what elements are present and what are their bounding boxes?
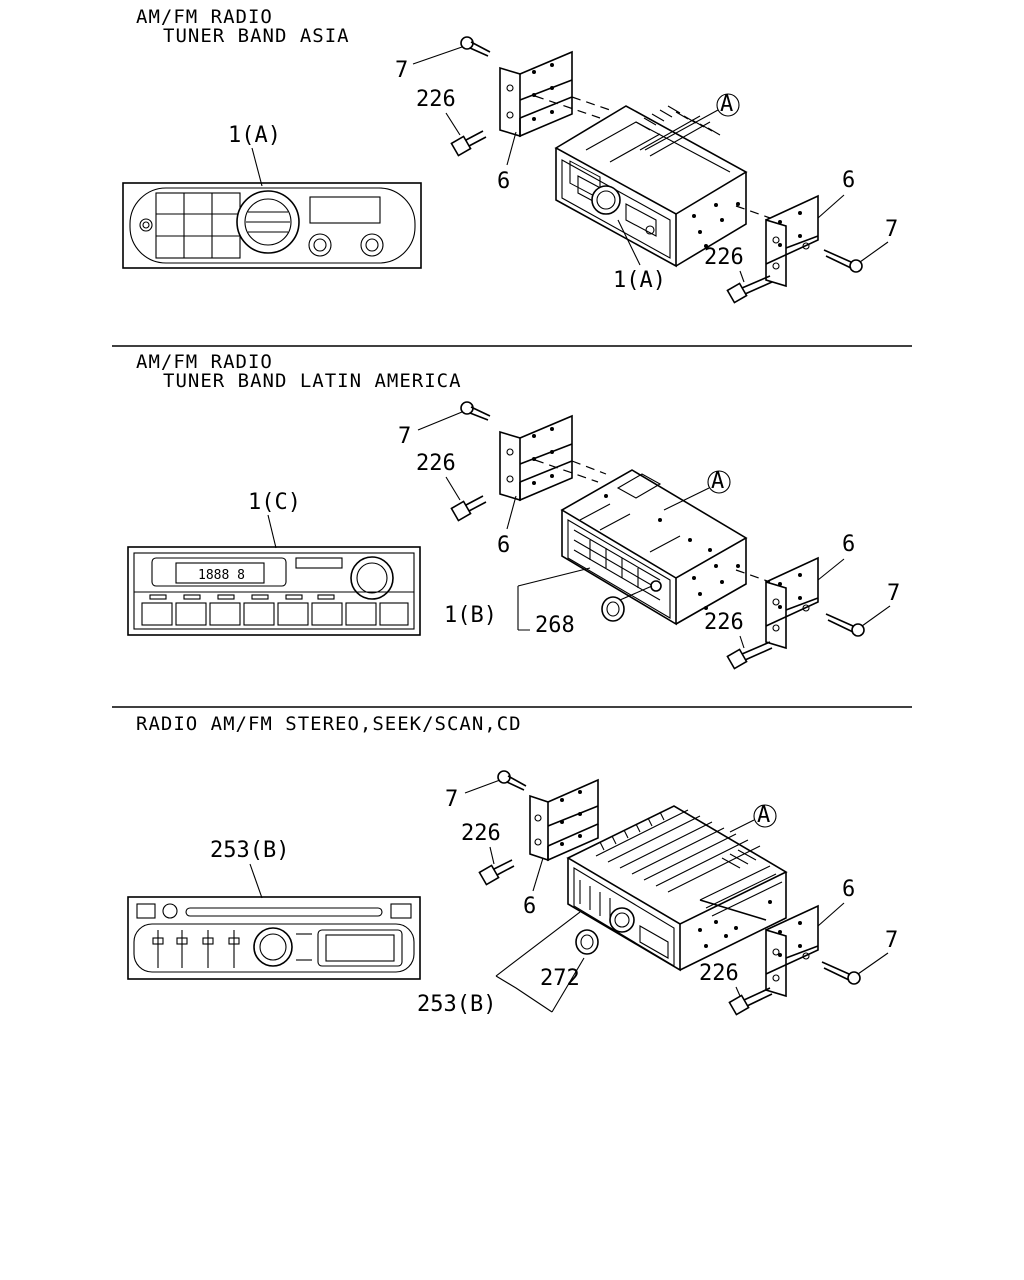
bolt-icon [450,130,487,157]
bracket-right-icon [765,556,819,650]
callout-7-right: 7 [885,928,898,953]
callout-6-left: 6 [497,533,510,558]
bolt-icon [478,859,515,886]
front-panel-label: 1(A) [228,123,281,148]
screw-icon [821,961,861,985]
front-panel-label: 1(C) [248,490,301,515]
callout-226-bottom: 226 [704,610,744,635]
callout-7-right: 7 [885,217,898,242]
callout-6-right: 6 [842,168,855,193]
callout-6-left: 6 [523,894,536,919]
screw-icon [825,613,865,637]
callout-knob: 268 [535,613,575,638]
section-2-title-line1: AM/FM RADIO [136,351,273,373]
assembly-asia: 7 226 6 [395,36,898,304]
callout-7-top: 7 [398,424,411,449]
front-panel-1c: 1(C) 1888 8 [127,490,421,636]
knob-icon [601,585,653,622]
section-1-title-line1: AM/FM RADIO [136,6,273,28]
callout-unit: 253(B) [417,992,496,1017]
section-latin-america: AM/FM RADIO TUNER BAND LATIN AMERICA 1(C… [127,351,900,670]
front-panel-label: 253(B) [210,838,289,863]
assembly-cd: 7 226 6 [417,770,898,1017]
bracket-left-icon [499,414,573,502]
callout-unit: 1(A) [613,268,666,293]
screw-icon [497,770,527,791]
bolt-icon [450,495,487,522]
callout-circle-a: A [711,469,724,494]
callout-7-top: 7 [395,58,408,83]
bracket-right-icon [699,899,819,998]
callout-226-top: 226 [416,451,456,476]
display-readout: 1888 8 [198,568,245,583]
radio-unit-icon [554,105,748,268]
screw-icon [460,401,491,421]
callout-7-top: 7 [445,787,458,812]
section-1-title-line2: TUNER BAND ASIA [163,25,350,47]
radio-unit-icon [566,805,788,972]
section-3-title: RADIO AM/FM STEREO,SEEK/SCAN,CD [136,713,522,735]
callout-6-right: 6 [842,532,855,557]
section-cd: RADIO AM/FM STEREO,SEEK/SCAN,CD 253(B) 7 [127,713,898,1017]
section-2-title-line2: TUNER BAND LATIN AMERICA [163,370,462,392]
callout-6-right: 6 [842,877,855,902]
callout-circle-a: A [720,92,733,117]
callout-knob: 272 [540,966,580,991]
assembly-latin-america: 7 226 6 [398,401,900,670]
bolt-icon [726,275,773,304]
callout-6-left: 6 [497,169,510,194]
screw-icon [460,36,491,57]
knob-icon [575,929,599,955]
callout-7-right: 7 [887,581,900,606]
callout-226-top: 226 [416,87,456,112]
callout-226-bottom: 226 [699,961,739,986]
callout-226-bottom: 226 [704,245,744,270]
bracket-right-icon [765,194,819,288]
callout-226-top: 226 [461,821,501,846]
radio-unit-icon [560,469,748,626]
callout-unit: 1(B) [444,603,497,628]
front-panel-1a: 1(A) [122,123,422,269]
callout-circle-a: A [757,803,770,828]
bolt-icon [726,641,773,670]
bolt-icon [728,987,773,1016]
bracket-left-icon [529,778,599,862]
section-asia: AM/FM RADIO TUNER BAND ASIA 1(A) [122,6,898,304]
screw-icon [823,249,863,273]
front-panel-253b: 253(B) [127,838,421,980]
bracket-left-icon [499,50,573,138]
